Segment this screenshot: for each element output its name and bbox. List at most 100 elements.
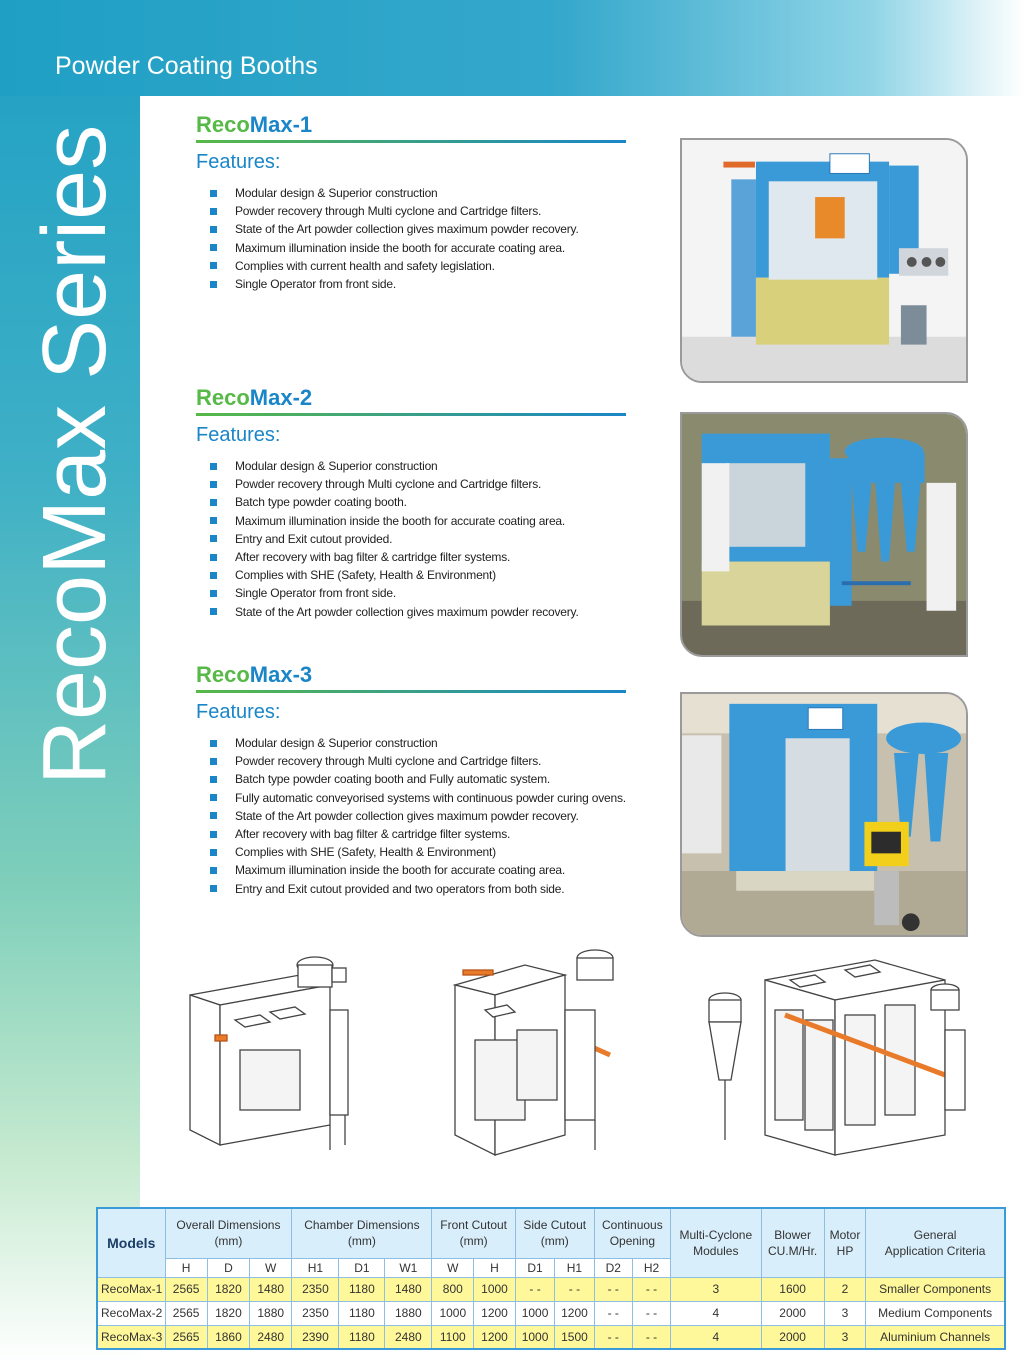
bullet-icon bbox=[210, 189, 217, 197]
table-cell: 4 bbox=[670, 1300, 762, 1326]
feature-item: Modular design & Superior construction bbox=[210, 457, 626, 475]
table-cell: 3 bbox=[823, 1324, 867, 1350]
bullet-icon bbox=[210, 812, 217, 820]
table-cell: 1180 bbox=[338, 1324, 386, 1350]
heading-rule bbox=[196, 140, 626, 143]
table-cell: 2565 bbox=[164, 1300, 208, 1326]
feature-text: Single Operator from front side. bbox=[235, 277, 397, 292]
table-cell: - - bbox=[593, 1300, 633, 1326]
table-cell: 1180 bbox=[338, 1276, 386, 1302]
feature-item: Single Operator from front side. bbox=[210, 584, 626, 602]
bullet-icon bbox=[210, 608, 217, 616]
feature-item: Complies with SHE (Safety, Health & Envi… bbox=[210, 843, 626, 861]
bullet-icon bbox=[210, 280, 217, 288]
subheader-cell: D bbox=[206, 1257, 251, 1278]
feature-text: After recovery with bag filter & cartrid… bbox=[235, 550, 511, 565]
feature-text: Modular design & Superior construction bbox=[235, 736, 438, 750]
bullet-icon bbox=[210, 226, 217, 233]
feature-text: Maximum illumination inside the booth fo… bbox=[235, 240, 566, 255]
subheader-cell: D1 bbox=[514, 1257, 556, 1278]
model-name-cell: RecoMax-3 bbox=[96, 1324, 166, 1350]
section-heading: RecoMax-1 bbox=[196, 112, 313, 137]
section-recomax-2: RecoMax-2 Features: Modular design & Sup… bbox=[196, 385, 626, 621]
feature-text: Maximum illumination inside the booth fo… bbox=[235, 863, 566, 878]
features-label: Features: bbox=[196, 701, 281, 723]
bullet-icon bbox=[210, 885, 217, 893]
bullet-icon bbox=[210, 867, 217, 875]
table-cell: 1100 bbox=[431, 1324, 475, 1350]
model-name-cell: RecoMax-1 bbox=[96, 1276, 166, 1302]
table-cell: 2350 bbox=[291, 1276, 340, 1302]
heading-rule bbox=[196, 690, 626, 693]
table-cell: 1000 bbox=[514, 1300, 556, 1326]
booth-drawing-recomax-2 bbox=[452, 949, 614, 1157]
photo-recomax-3 bbox=[680, 692, 968, 937]
feature-item: State of the Art powder collection gives… bbox=[210, 220, 626, 238]
table-cell: 1820 bbox=[206, 1276, 251, 1302]
feature-text: Modular design & Superior construction bbox=[235, 186, 438, 200]
bullet-icon bbox=[210, 535, 217, 543]
feature-item: After recovery with bag filter & cartrid… bbox=[210, 825, 626, 843]
bullet-icon bbox=[210, 517, 217, 525]
feature-text: Powder recovery through Multi cyclone an… bbox=[235, 754, 542, 769]
bullet-icon bbox=[210, 207, 217, 215]
booth-drawing-recomax-3 bbox=[708, 959, 966, 1156]
table-cell: Smaller Components bbox=[865, 1276, 1006, 1302]
bullet-icon bbox=[210, 480, 217, 488]
top-gradient-band bbox=[0, 0, 1024, 96]
header-chamber-dimensions: Chamber Dimensions(mm) bbox=[291, 1207, 433, 1259]
table-cell: 1500 bbox=[554, 1324, 595, 1350]
bullet-icon bbox=[210, 590, 217, 598]
feature-item: Modular design & Superior construction bbox=[210, 184, 626, 202]
feature-item: State of the Art powder collection gives… bbox=[210, 807, 626, 825]
table-cell: 1600 bbox=[760, 1276, 825, 1302]
table-cell: - - bbox=[631, 1300, 672, 1326]
table-cell: 2350 bbox=[291, 1300, 340, 1326]
feature-item: Maximum illumination inside the booth fo… bbox=[210, 512, 626, 530]
bullet-icon bbox=[210, 262, 217, 270]
feature-text: Single Operator from front side. bbox=[235, 586, 397, 601]
feature-item: Modular design & Superior construction bbox=[210, 734, 626, 752]
features-label: Features: bbox=[196, 151, 281, 173]
feature-item: Entry and Exit cutout provided and two o… bbox=[210, 880, 626, 898]
bullet-icon bbox=[210, 794, 217, 802]
left-gradient-band bbox=[0, 0, 140, 1365]
feature-text: State of the Art powder collection gives… bbox=[235, 604, 579, 619]
section-heading: RecoMax-3 bbox=[196, 662, 313, 687]
feature-item: After recovery with bag filter & cartrid… bbox=[210, 548, 626, 566]
feature-text: Entry and Exit cutout provided. bbox=[235, 531, 393, 546]
feature-text: State of the Art powder collection gives… bbox=[235, 808, 579, 823]
feature-item: Powder recovery through Multi cyclone an… bbox=[210, 202, 626, 220]
feature-item: Powder recovery through Multi cyclone an… bbox=[210, 475, 626, 493]
feature-text: Batch type powder coating booth. bbox=[235, 495, 407, 510]
header-overall-dimensions: Overall Dimensions(mm) bbox=[164, 1207, 293, 1259]
table-cell: 1820 bbox=[206, 1300, 251, 1326]
feature-text: Complies with SHE (Safety, Health & Envi… bbox=[235, 568, 496, 583]
bullet-icon bbox=[210, 499, 217, 506]
table-header-row: Models Overall Dimensions(mm) Chamber Di… bbox=[96, 1207, 1006, 1278]
table-cell: 1000 bbox=[514, 1324, 556, 1350]
bullet-icon bbox=[210, 244, 217, 252]
subheader-cell: D1 bbox=[338, 1257, 386, 1278]
feature-text: Powder recovery through Multi cyclone an… bbox=[235, 477, 542, 492]
feature-item: Complies with SHE (Safety, Health & Envi… bbox=[210, 566, 626, 584]
subheader-cell: H2 bbox=[631, 1257, 672, 1278]
feature-text: State of the Art powder collection gives… bbox=[235, 222, 579, 237]
table-cell: 1480 bbox=[249, 1276, 293, 1302]
bullet-icon bbox=[210, 462, 217, 470]
table-cell: 3 bbox=[670, 1276, 762, 1302]
specifications-table: Models Overall Dimensions(mm) Chamber Di… bbox=[96, 1207, 1006, 1350]
table-cell: 1000 bbox=[431, 1300, 475, 1326]
feature-text: Modular design & Superior construction bbox=[235, 459, 438, 473]
table-cell: 3 bbox=[823, 1300, 867, 1326]
table-cell: 4 bbox=[670, 1324, 762, 1350]
table-cell: 2480 bbox=[249, 1324, 293, 1350]
